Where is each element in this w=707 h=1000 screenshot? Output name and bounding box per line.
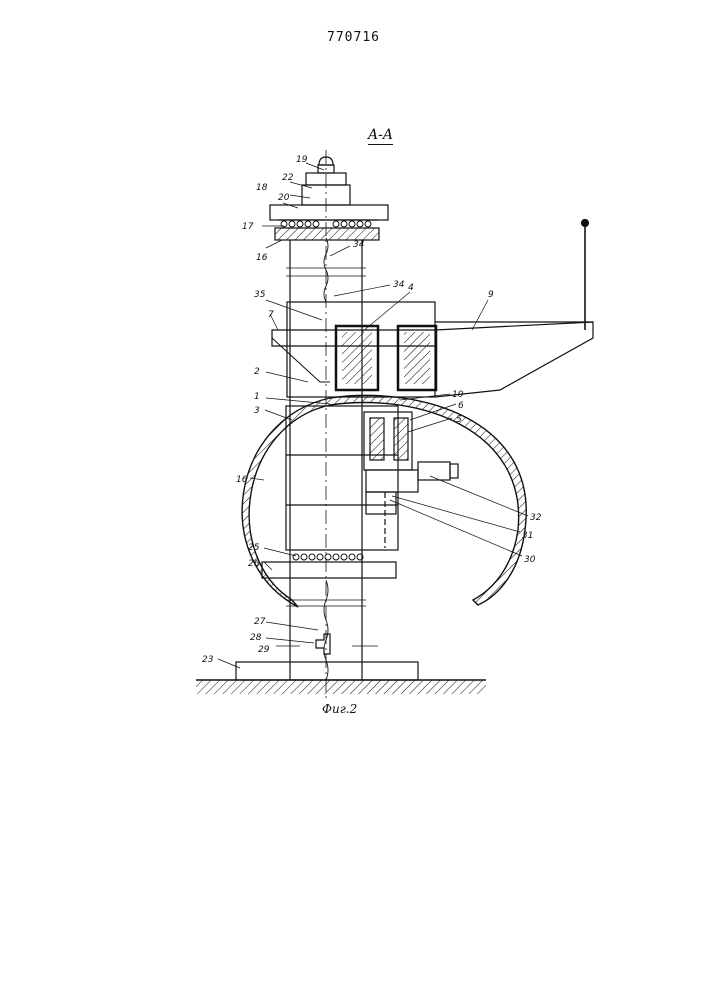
label-28: 28: [250, 633, 262, 643]
label-1: 1: [254, 392, 260, 402]
gear-ring-16: [275, 228, 379, 240]
plate-18: [270, 205, 388, 220]
coupling-28: [316, 634, 330, 654]
label-29: 29: [258, 645, 270, 655]
roller-assembly: [364, 412, 458, 548]
label-17: 17: [242, 222, 254, 232]
label-19: 19: [296, 155, 308, 165]
label-5: 5: [456, 415, 462, 425]
label-34-top: 34: [353, 240, 365, 250]
label-9: 9: [488, 290, 494, 300]
label-25: 25: [248, 543, 260, 553]
label-20: 20: [278, 193, 290, 203]
label-16-bottom: 16: [236, 475, 248, 485]
label-3: 3: [254, 406, 260, 416]
label-22: 22: [282, 173, 294, 183]
arm-9: [435, 322, 593, 397]
label-18: 18: [256, 183, 268, 193]
label-35: 35: [254, 290, 266, 300]
label-2: 2: [254, 367, 260, 377]
label-7: 7: [268, 310, 274, 320]
label-34-mid: 34: [393, 280, 405, 290]
label-32: 32: [530, 513, 542, 523]
bearing-17: [278, 220, 378, 227]
label-31: 31: [522, 531, 533, 541]
bearing-25: [293, 554, 363, 560]
label-23: 23: [202, 655, 214, 665]
label-4: 4: [408, 283, 414, 293]
label-6: 6: [458, 401, 464, 411]
label-10: 10: [452, 390, 464, 400]
plate-26: [262, 562, 396, 578]
label-27: 27: [254, 617, 266, 627]
rail-profiles-4: [336, 326, 436, 390]
label-30: 30: [524, 555, 536, 565]
label-26: 26: [248, 559, 260, 569]
label-16-top: 16: [256, 253, 268, 263]
